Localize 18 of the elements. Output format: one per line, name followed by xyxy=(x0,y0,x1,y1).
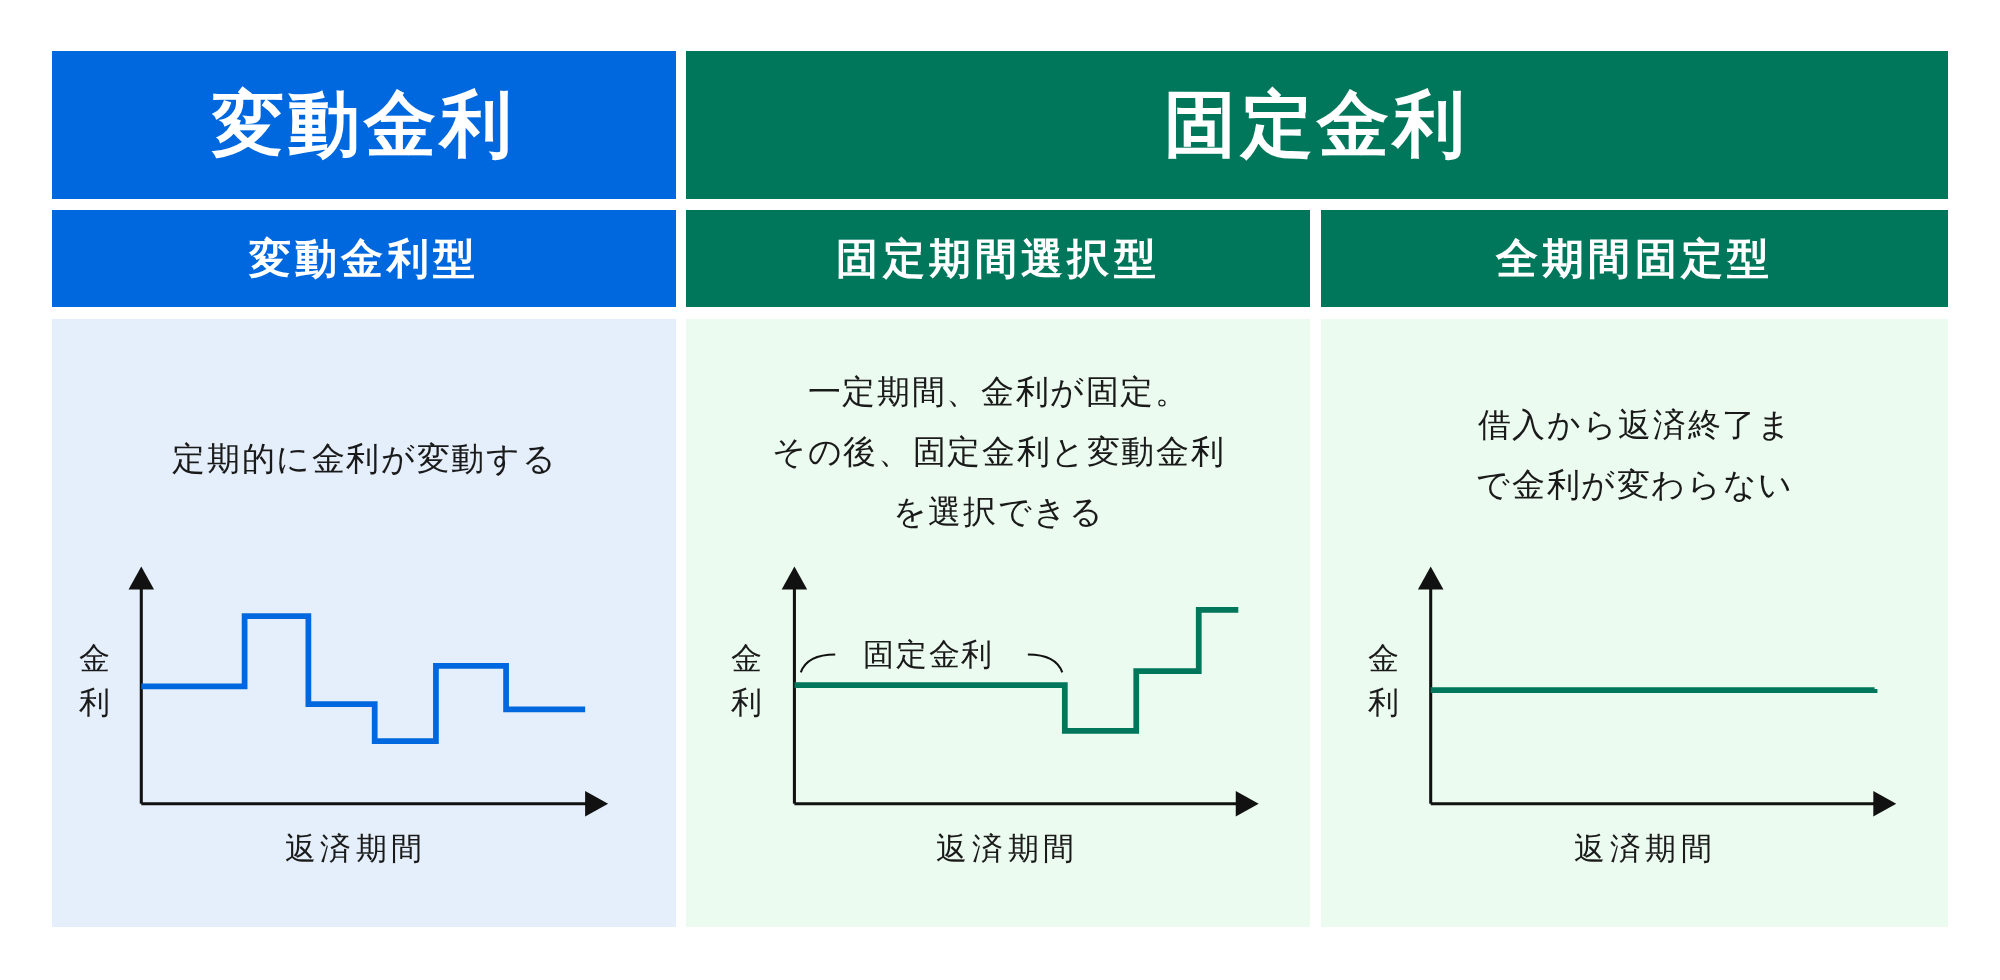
panel xyxy=(1321,318,1948,928)
category-header: 固定期間選択型 xyxy=(686,210,1310,308)
annotation-label: 固定金利 xyxy=(863,636,994,673)
category-header: 変動金利型 xyxy=(52,210,676,308)
description-text: 借入から返済終了まで金利が変わらない xyxy=(1475,404,1796,507)
description-text: 定期的に金利が変動する xyxy=(172,437,558,480)
axis-label: 金利 xyxy=(730,639,762,723)
panel xyxy=(686,318,1310,928)
axis-label: 金利 xyxy=(78,639,110,723)
header-banner: 固定金利 xyxy=(686,51,1948,199)
category-header: 全期間固定型 xyxy=(1321,210,1948,308)
axis-label: 返済期間 xyxy=(936,828,1079,868)
axis-label: 返済期間 xyxy=(1574,828,1717,868)
description-text: 一定期間、金利が固定。その後、固定金利と変動金利を選択できる xyxy=(771,371,1227,534)
axis-label: 返済期間 xyxy=(284,828,428,868)
header-banner: 変動金利 xyxy=(52,51,676,199)
axis-label: 金利 xyxy=(1368,639,1400,723)
panel xyxy=(52,318,676,928)
